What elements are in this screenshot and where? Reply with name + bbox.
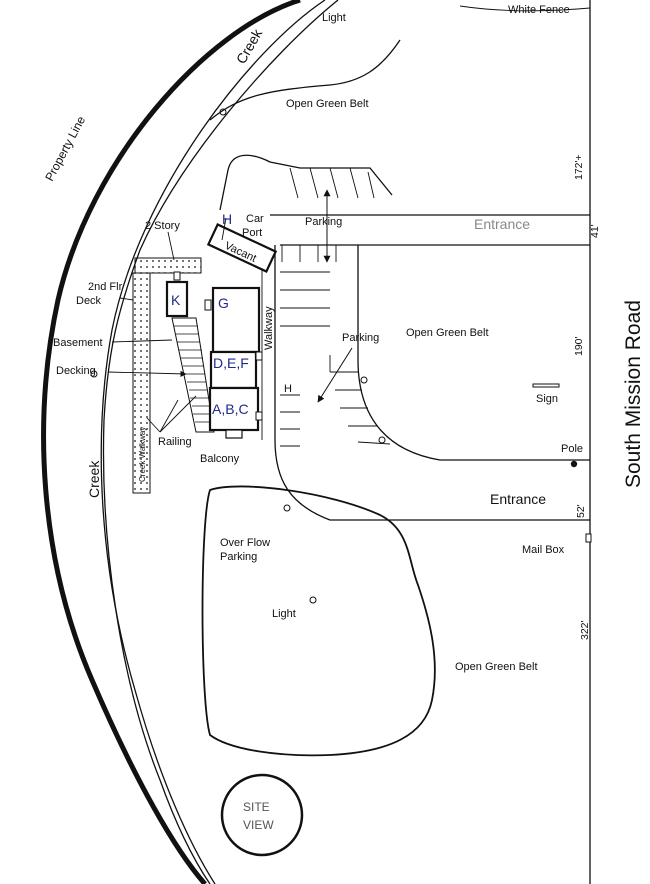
- lot-parking-arrow: [317, 347, 353, 403]
- unit-side-porch-1: [204, 299, 212, 311]
- second-floor-deck-label-1: 2nd Flr: [88, 281, 123, 293]
- property-line-boundary: [41, 0, 301, 884]
- unit-def-label: D,E,F: [213, 355, 249, 371]
- property-line-label: Property Line: [42, 114, 88, 184]
- parking-label-lot: Parking: [342, 332, 379, 344]
- main-drive-curb-right: [357, 245, 590, 461]
- entrance-label-bottom: Entrance: [490, 491, 546, 507]
- unit-g-label: G: [218, 295, 229, 311]
- two-story-label: 2 Story: [145, 220, 180, 232]
- site-view-label-2: VIEW: [243, 818, 274, 832]
- second-floor-deck: [134, 257, 202, 274]
- dim-322: 322': [579, 620, 591, 640]
- basement-label: Basement: [53, 337, 103, 349]
- light-fixture-lot: [360, 376, 368, 384]
- light-fixture-lot-2: [378, 436, 386, 444]
- car-port-label-line2: Port: [242, 227, 262, 239]
- vacant-carport-building: [206, 223, 278, 273]
- open-green-belt-top: Open Green Belt: [286, 98, 369, 110]
- light-fixture-overflow-center: [309, 596, 317, 604]
- upper-parking-outline: [219, 154, 393, 211]
- light-fixture-creek: [90, 370, 98, 378]
- open-green-belt-middle: Open Green Belt: [406, 327, 489, 339]
- white-fence-line: [459, 5, 591, 12]
- sign-label: Sign: [536, 393, 558, 405]
- light-fixture-overflow: [283, 504, 291, 512]
- white-fence-label: White Fence: [508, 4, 570, 16]
- dim-190: 190': [573, 336, 585, 356]
- car-port-h-label: H: [222, 211, 232, 227]
- balcony-platform: [225, 429, 243, 439]
- unit-k-building: [165, 280, 189, 318]
- balcony-label: Balcony: [200, 453, 240, 465]
- lot-parking-stalls: [280, 245, 391, 447]
- creek-walkway-strip: [132, 272, 151, 494]
- pole-dot: [570, 460, 578, 468]
- walkway-label: Walkway: [263, 306, 275, 350]
- top-drive-edge: [209, 39, 401, 121]
- site-view-circle: [220, 773, 304, 857]
- creek-walkway-label: Creek Walkway: [138, 427, 147, 482]
- overflow-parking-label-2: Parking: [220, 551, 257, 563]
- entrance-label-top: Entrance: [474, 216, 530, 232]
- unit-k-label: K: [171, 292, 181, 308]
- creek-bank-outer: [100, 0, 326, 884]
- decking-stairs: [171, 317, 215, 433]
- upper-parking-stalls: [289, 167, 375, 199]
- decking-label: Decking: [56, 365, 96, 377]
- unit-g-building: [211, 286, 261, 354]
- overflow-parking-label-1: Over Flow: [220, 537, 270, 549]
- unit-abc-label: A,B,C: [212, 401, 249, 417]
- parking-label-top: Parking: [305, 216, 342, 228]
- south-mission-road-label: South Mission Road: [622, 300, 645, 488]
- mail-box-icon: [585, 533, 592, 543]
- unit-side-porch-2: [255, 351, 263, 361]
- unit-side-porch-3: [255, 411, 263, 421]
- second-floor-deck-label-2: Deck: [76, 295, 102, 307]
- unit-k-porch: [173, 271, 181, 281]
- light-fixture-top: [219, 108, 227, 116]
- car-port-label-line1: Car: [246, 213, 264, 225]
- mail-box-label: Mail Box: [522, 544, 565, 556]
- sign-post: [532, 383, 560, 388]
- main-drive-left-edge: [274, 245, 590, 521]
- open-green-belt-bottom: Open Green Belt: [455, 661, 538, 673]
- handicap-label: H: [284, 383, 292, 395]
- leader-lines: [107, 217, 227, 433]
- dim-41: 41': [589, 224, 601, 238]
- creek-label-left: Creek: [86, 460, 102, 498]
- site-view-label-1: SITE: [243, 800, 270, 814]
- overflow-parking-outline: [201, 485, 436, 757]
- creek-bank-inner: [102, 0, 339, 884]
- dim-52: 52': [575, 504, 587, 518]
- dim-172: 172'+: [573, 154, 585, 180]
- pole-label: Pole: [561, 443, 583, 455]
- light-label-overflow: Light: [272, 608, 296, 620]
- light-label-top: Light: [322, 12, 346, 24]
- railing-label: Railing: [158, 436, 192, 448]
